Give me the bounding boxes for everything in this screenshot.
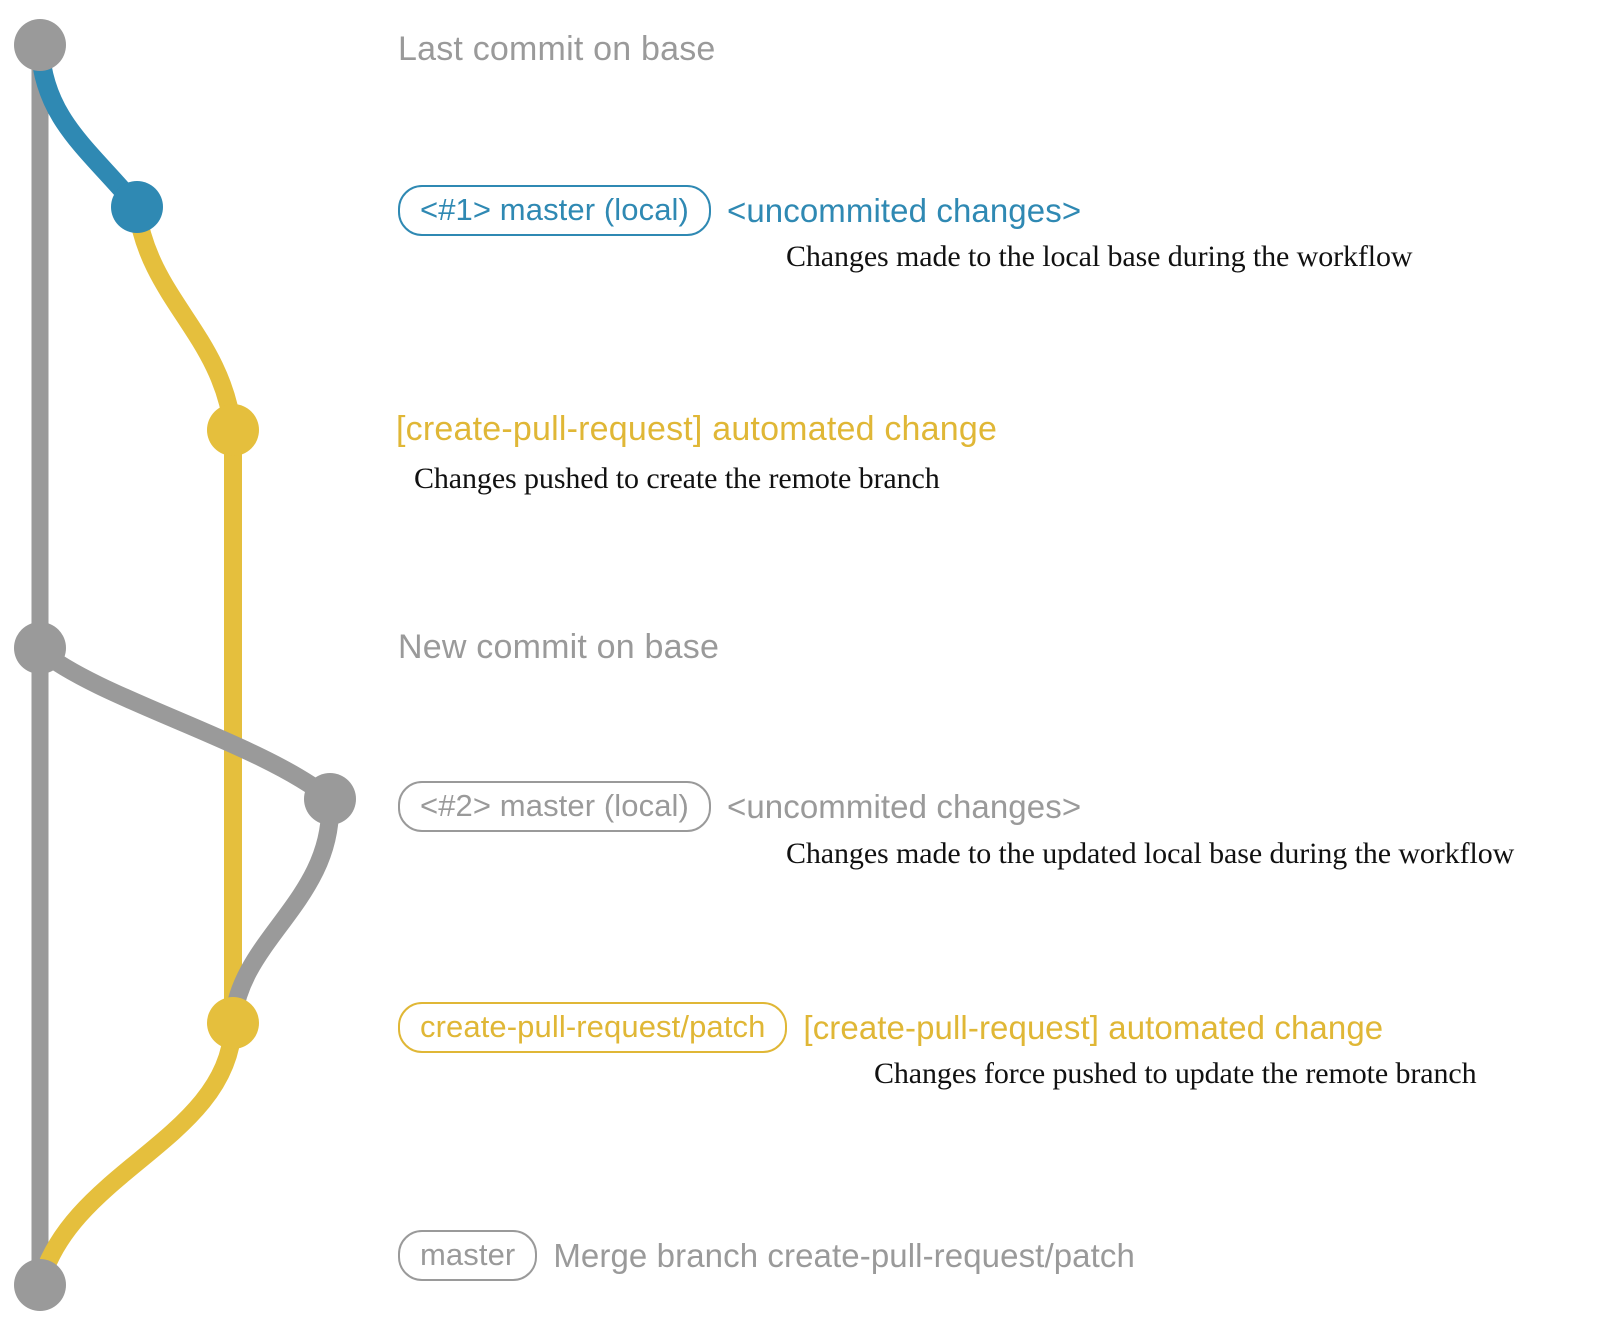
gray-branch-edge-to-patch2 [224,793,340,1032]
branch-chip-local-2[interactable]: <#2> master (local) [398,781,711,832]
last-commit-on-base-node[interactable] [14,19,66,71]
gold-merge-edge [31,1017,242,1294]
entry-automated-change-1: [create-pull-request] automated change [396,410,997,449]
entry-automated-change-2: create-pull-request/patch [create-pull-r… [398,1002,1383,1053]
commit-message-local-2: <uncommited changes> [726,787,1082,825]
branch-chip-local-1[interactable]: <#1> master (local) [398,185,711,236]
entry-local-commit-2: <#2> master (local) <uncommited changes> [398,781,1081,832]
subtitle-local-commit-2: Changes made to the updated local base d… [786,837,1515,870]
section-title: Last commit on base [398,30,716,68]
automated-change-1-node[interactable] [207,404,259,456]
branch-chip-master[interactable]: master [398,1230,538,1281]
gold-branch-edge-top [128,201,242,439]
subtitle-automated-change-2: Changes force pushed to update the remot… [874,1057,1477,1090]
gray-branch-edge-to-local2 [31,641,339,808]
local-commit-2-node[interactable] [304,773,356,825]
commit-message-automated-change-2: [create-pull-request] automated change [803,1008,1384,1046]
entry-merge-commit: master Merge branch create-pull-request/… [398,1230,1135,1281]
section-title-new-commit: New commit on base [398,628,720,666]
new-commit-on-base-node[interactable] [14,622,66,674]
blue-branch-edge [30,38,147,217]
subtitle-local-commit-1: Changes made to the local base during th… [786,240,1413,273]
entry-local-commit-1: <#1> master (local) <uncommited changes> [398,185,1081,236]
entry-new-commit-on-base: New commit on base [398,628,719,667]
section-title-automated-change-1: [create-pull-request] automated change [396,410,998,448]
local-commit-1-node[interactable] [111,181,163,233]
subtitle-automated-change-1: Changes pushed to create the remote bran… [414,462,940,495]
branch-chip-patch[interactable]: create-pull-request/patch [398,1002,788,1053]
entry-last-commit-on-base: Last commit on base [398,30,716,69]
commit-message-local-1: <uncommited changes> [726,191,1082,229]
merge-commit-node[interactable] [14,1259,66,1311]
commit-graph [14,19,356,1311]
automated-change-2-node[interactable] [207,997,259,1049]
commit-message-merge: Merge branch create-pull-request/patch [553,1236,1135,1274]
